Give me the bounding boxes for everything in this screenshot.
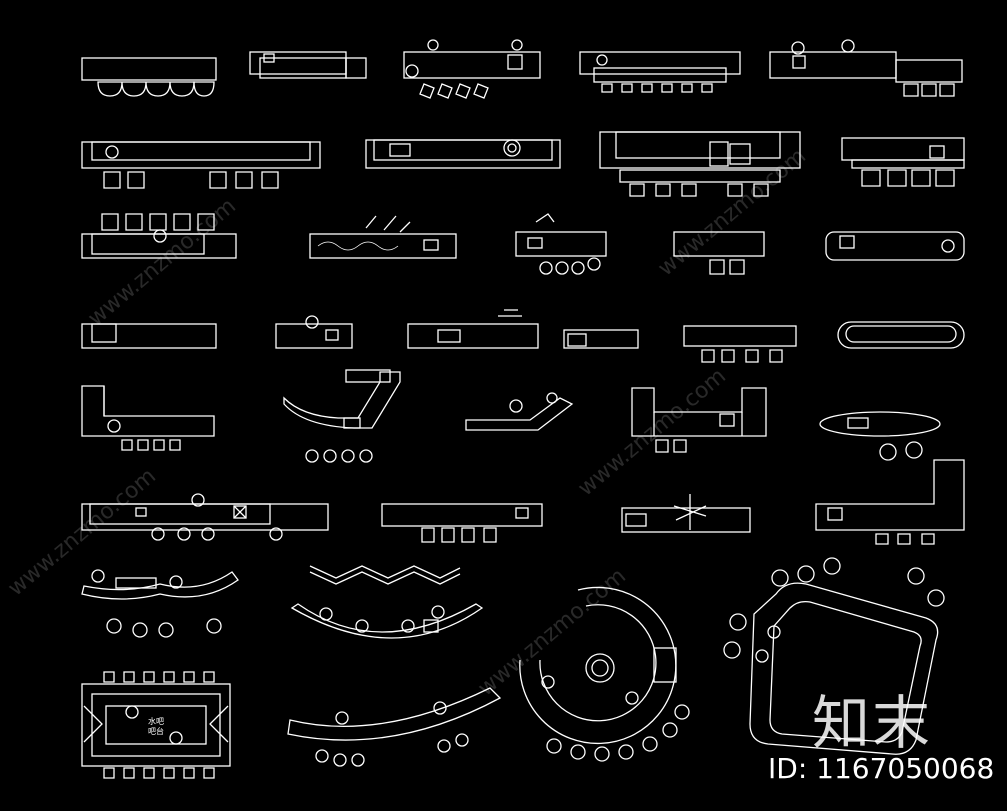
counter-curve-36 xyxy=(287,687,502,767)
counter-with-stools-3 xyxy=(403,39,541,99)
counter-rounded-14 xyxy=(825,231,965,261)
counter-straight-1 xyxy=(81,57,217,97)
counter-angled-23 xyxy=(465,392,574,431)
counter-16 xyxy=(275,315,353,349)
screen-zigzag-31 xyxy=(309,565,461,585)
counter-curved-22 xyxy=(283,369,401,463)
counter-cabinets-8 xyxy=(599,131,801,197)
counter-with-stools-12 xyxy=(515,213,607,275)
counter-with-stools-4 xyxy=(579,51,741,93)
counter-long-6 xyxy=(81,141,321,189)
counter-bar-10 xyxy=(81,213,237,259)
counter-ring-33 xyxy=(519,586,690,762)
counter-straight-2 xyxy=(249,51,367,79)
counter-oval-25 xyxy=(819,411,941,461)
counter-with-stools-13 xyxy=(673,231,765,275)
counter-l-21 xyxy=(81,385,215,451)
counter-28 xyxy=(621,494,751,533)
counter-with-sink-7 xyxy=(365,139,561,169)
counter-17 xyxy=(407,309,539,349)
counter-18 xyxy=(563,329,639,349)
counter-u-24 xyxy=(631,387,767,453)
label-water-bar: 水吧 xyxy=(148,716,164,726)
counter-arc-32 xyxy=(290,603,484,639)
counter-pentagon-34 xyxy=(723,557,945,755)
label-bar-counter: 吧台 xyxy=(148,726,164,736)
counter-wave-30 xyxy=(81,569,239,638)
watermark-id: ID: 1167050068 xyxy=(768,752,995,785)
counter-27 xyxy=(381,503,543,543)
counter-l-shape-5 xyxy=(769,39,963,97)
counter-l-29 xyxy=(815,459,965,545)
counter-19 xyxy=(683,325,797,363)
counter-15 xyxy=(81,323,217,349)
counter-rectangular-35: 水吧 吧台 xyxy=(81,671,231,779)
counter-small-9 xyxy=(841,137,965,187)
watermark-brand: 知末 xyxy=(812,689,933,757)
counter-capsule-20 xyxy=(837,321,965,349)
counter-26 xyxy=(81,493,329,541)
counter-marble-11 xyxy=(309,215,457,259)
